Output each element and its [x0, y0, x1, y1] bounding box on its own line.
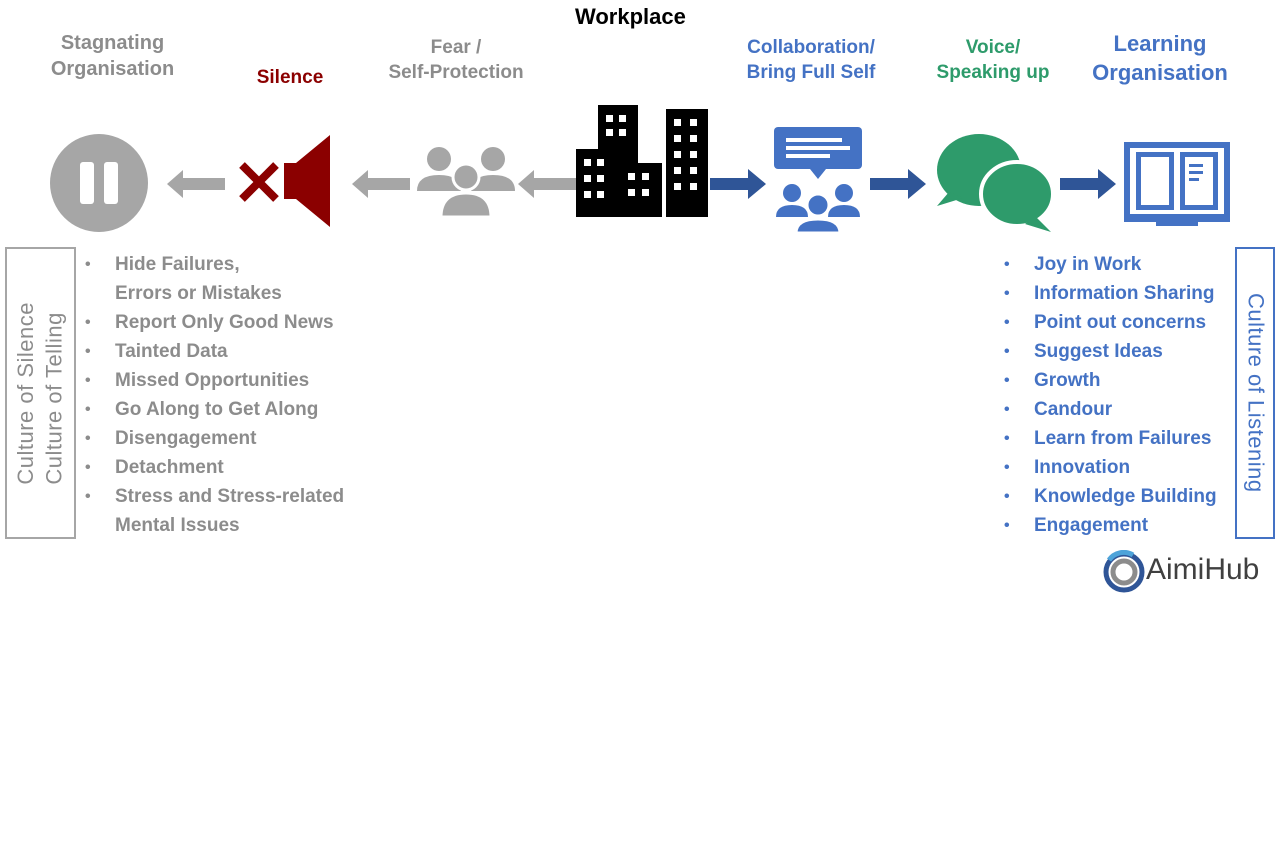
open-book-icon	[1124, 142, 1230, 226]
pause-icon	[50, 134, 148, 232]
stage-label-silence: Silence	[256, 67, 324, 88]
muted-speaker-icon	[239, 135, 330, 227]
list-item: Learn from Failures	[1004, 424, 1217, 453]
list-item: Knowledge Building	[1004, 482, 1217, 511]
list-item: Errors or Mistakes	[85, 279, 344, 308]
stage-label-stagnating: Stagnating Organisation	[50, 32, 175, 80]
culture-of-silence-box: Culture of Silence Culture of Telling	[5, 247, 76, 539]
stage-label-learning: Learning Organisation	[1092, 31, 1228, 85]
diagram-title: Workplace	[575, 4, 686, 29]
list-item: Innovation	[1004, 453, 1217, 482]
list-item: Stress and Stress-related	[85, 482, 344, 511]
list-item: Disengagement	[85, 424, 344, 453]
negative-outcomes-list: Hide Failures, Errors or Mistakes Report…	[85, 250, 344, 540]
positive-outcomes-list: Joy in Work Information Sharing Point ou…	[1004, 250, 1217, 540]
speech-bubbles-icon	[937, 134, 1055, 232]
list-item: Tainted Data	[85, 337, 344, 366]
list-item-continuation: Mental Issues	[115, 515, 240, 536]
culture-of-listening-label: Culture of Listening	[1243, 293, 1269, 493]
arrow-right-2	[870, 169, 926, 199]
stage-label-fear: Fear / Self-Protection	[388, 37, 524, 83]
culture-of-silence-label: Culture of Silence	[12, 301, 38, 485]
list-item: Information Sharing	[1004, 279, 1217, 308]
list-item: Detachment	[85, 453, 344, 482]
arrow-left-1	[167, 170, 225, 198]
stage-label-collaboration: Collaboration/ Bring Full Self	[746, 37, 876, 83]
list-item: Engagement	[1004, 511, 1217, 540]
list-item: Growth	[1004, 366, 1217, 395]
list-item: Candour	[1004, 395, 1217, 424]
arrow-right-3	[1060, 169, 1116, 199]
culture-of-listening-box: Culture of Listening	[1235, 247, 1275, 539]
list-item-continuation: Errors or Mistakes	[115, 283, 282, 304]
arrow-left-3	[518, 170, 576, 198]
list-item: Missed Opportunities	[85, 366, 344, 395]
office-buildings-icon	[576, 105, 708, 217]
list-item: Joy in Work	[1004, 250, 1217, 279]
chat-people-icon	[774, 127, 862, 235]
list-item: Go Along to Get Along	[85, 395, 344, 424]
culture-of-telling-label: Culture of Telling	[41, 311, 67, 485]
brand-name: AimiHub	[1146, 553, 1260, 586]
list-item: Report Only Good News	[85, 308, 344, 337]
arrow-right-1	[710, 169, 766, 199]
list-item: Hide Failures,	[85, 250, 344, 279]
list-item: Mental Issues	[85, 511, 344, 540]
aimihub-logo-icon	[1103, 550, 1145, 593]
list-item: Suggest Ideas	[1004, 337, 1217, 366]
people-group-icon	[417, 147, 515, 219]
stage-label-voice: Voice/ Speaking up	[936, 37, 1050, 83]
arrow-left-2	[352, 170, 410, 198]
culture-labels: Culture of Silence Culture of Telling	[12, 302, 69, 485]
list-item: Point out concerns	[1004, 308, 1217, 337]
